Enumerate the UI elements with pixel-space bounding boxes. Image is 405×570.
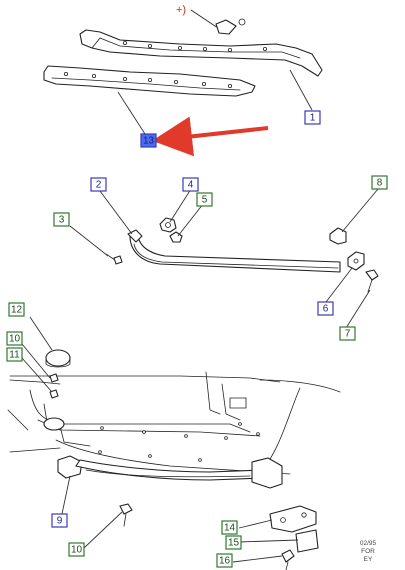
callout-box <box>216 553 233 568</box>
sill-plug <box>43 417 65 431</box>
callout-c7: 7 <box>339 326 356 341</box>
callout-layer: 1 13 2 45 8 3 6 7 12 10 11 9 10 14 15 16 <box>6 110 388 568</box>
callout-box <box>6 331 23 346</box>
callout-box <box>53 212 70 227</box>
lower-rail-part-13 <box>43 65 256 97</box>
callout-box <box>221 520 238 535</box>
plus-note-label: +) <box>176 4 186 16</box>
callout-label: 6 <box>323 304 329 315</box>
callout-box <box>51 513 68 528</box>
clip-part-4 <box>159 217 177 233</box>
callout-label: 14 <box>224 523 236 534</box>
callout-label: 8 <box>377 178 383 189</box>
plate-part-15 <box>295 529 319 553</box>
callout-label: 7 <box>345 329 351 340</box>
screw-part-3 <box>105 253 123 265</box>
callout-c10b: 10 <box>68 542 85 557</box>
callout-c5: 5 <box>196 192 213 207</box>
callout-box <box>339 326 356 341</box>
callout-c8: 8 <box>371 175 388 190</box>
callout-label: 11 <box>9 350 20 361</box>
callout-c14: 14 <box>221 520 238 535</box>
plus-note-screw: +) <box>176 4 246 35</box>
callout-c9: 9 <box>51 513 68 528</box>
callout-label: 3 <box>59 215 65 226</box>
highlight-arrow <box>152 116 269 157</box>
scuff-plate-part-9 <box>57 455 283 489</box>
callout-label: 1 <box>310 113 316 124</box>
drawing-for-label: FOR <box>361 548 375 555</box>
callout-label: 12 <box>11 305 23 316</box>
callout-box <box>304 110 321 125</box>
callout-c3: 3 <box>53 212 70 227</box>
screw-part-16 <box>281 549 295 570</box>
callout-label: 5 <box>202 195 208 206</box>
callout-label: 16 <box>219 556 231 567</box>
callout-c6: 6 <box>317 301 334 316</box>
callout-label: 15 <box>228 538 240 549</box>
callout-label: 10 <box>71 545 83 556</box>
callout-label: 13 <box>143 136 155 147</box>
callout-label: 2 <box>96 180 102 191</box>
callout-c15: 15 <box>225 535 242 550</box>
callout-c13: 13 <box>140 133 157 148</box>
callout-c12: 12 <box>8 302 25 317</box>
trim-strip-part-2 <box>127 229 341 273</box>
callout-box <box>225 535 242 550</box>
callout-box <box>182 177 199 192</box>
callout-box <box>6 347 23 362</box>
callout-label: 9 <box>57 516 63 527</box>
drawing-date: 02/95 <box>360 540 377 547</box>
callout-box <box>196 192 213 207</box>
screw-part-10-bottom <box>119 503 133 527</box>
upper-rail-part-1 <box>79 29 323 77</box>
callout-box <box>90 177 107 192</box>
callout-c10a: 10 <box>6 331 23 346</box>
callout-box <box>317 301 334 316</box>
callout-c11: 11 <box>6 347 23 362</box>
callout-c2: 2 <box>90 177 107 192</box>
callout-c4: 4 <box>182 177 199 192</box>
callout-c1: 1 <box>304 110 321 125</box>
callout-box <box>371 175 388 190</box>
clip-part-10-top <box>49 373 59 383</box>
callout-c16: 16 <box>216 553 233 568</box>
bracket-part-14 <box>269 505 317 533</box>
callout-box <box>8 302 25 317</box>
body-sill-outline <box>7 371 341 475</box>
callout-box <box>140 133 157 148</box>
callout-box <box>68 542 85 557</box>
drawing-code: EY <box>364 556 373 563</box>
screw-part-7 <box>365 269 379 293</box>
callout-label: 10 <box>9 334 21 345</box>
callout-label: 4 <box>188 180 194 191</box>
plug-part-12 <box>45 349 71 368</box>
end-cap-part-6 <box>347 251 365 271</box>
